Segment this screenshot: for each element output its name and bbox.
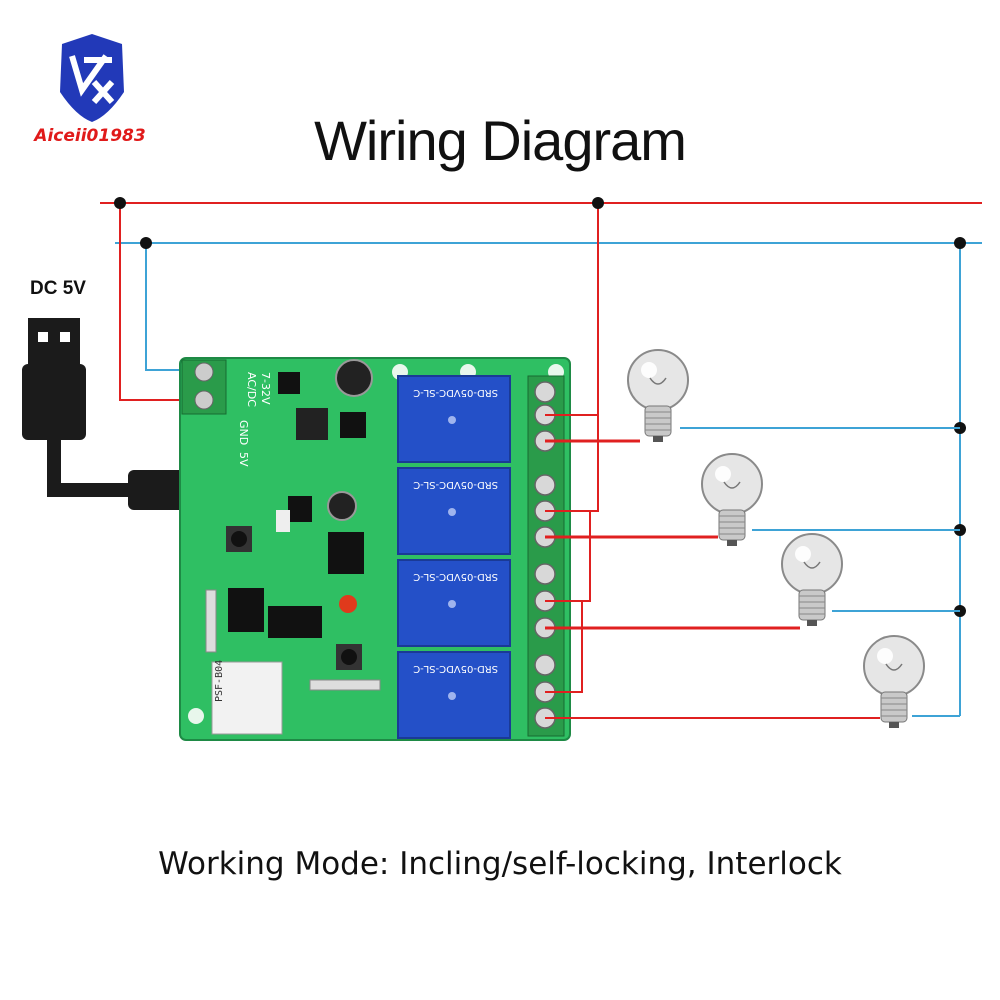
junction-dot (954, 237, 966, 249)
brand-shield-icon (60, 34, 124, 122)
junction-dot (114, 197, 126, 209)
light-bulb-icon (701, 453, 763, 546)
relay-model-label: SRD-05VDC-SL-C (413, 387, 498, 398)
neutral-feed-wire (145, 243, 196, 371)
junction-dot (592, 197, 604, 209)
relays: SRD-05VDC-SL-C SRD-05VDC-SL-C SRD-05VDC-SL… (397, 375, 511, 739)
board-mark: 5V (237, 452, 250, 467)
relay-board: AC/DC 7-32V GND 5V PSF-B04 (179, 357, 571, 741)
light-bulb-icon (627, 349, 689, 442)
brand-logo: Aiceii01983 (20, 30, 160, 146)
output-terminals (527, 375, 565, 737)
working-mode-caption: Working Mode: Incling/self-locking, Inte… (158, 846, 842, 882)
relay-model-label: SRD-05VDC-SL-C (413, 663, 498, 674)
module-label: PSF-B04 (214, 660, 225, 702)
relay-model-label: SRD-05VDC-SL-C (413, 479, 498, 490)
power-label: DC 5V (30, 278, 86, 299)
board-mark: AC/DC (245, 372, 258, 407)
board-mark: 7-32V (259, 372, 272, 405)
light-bulb-icon (863, 635, 925, 728)
live-feed-wire (119, 203, 196, 401)
relay: SRD-05VDC-SL-C (397, 559, 511, 647)
page-title: Wiring Diagram (314, 109, 687, 172)
relay: SRD-05VDC-SL-C (397, 375, 511, 463)
relay-model-label: SRD-05VDC-SL-C (413, 571, 498, 582)
live-common-bridge (545, 600, 583, 693)
relay: SRD-05VDC-SL-C (397, 651, 511, 739)
junction-dot (140, 237, 152, 249)
light-bulb-icon (781, 533, 843, 626)
bulbs (627, 349, 925, 728)
board-mark: GND (237, 420, 250, 445)
relay: SRD-05VDC-SL-C (397, 467, 511, 555)
brand-name: Aiceii01983 (34, 126, 146, 146)
